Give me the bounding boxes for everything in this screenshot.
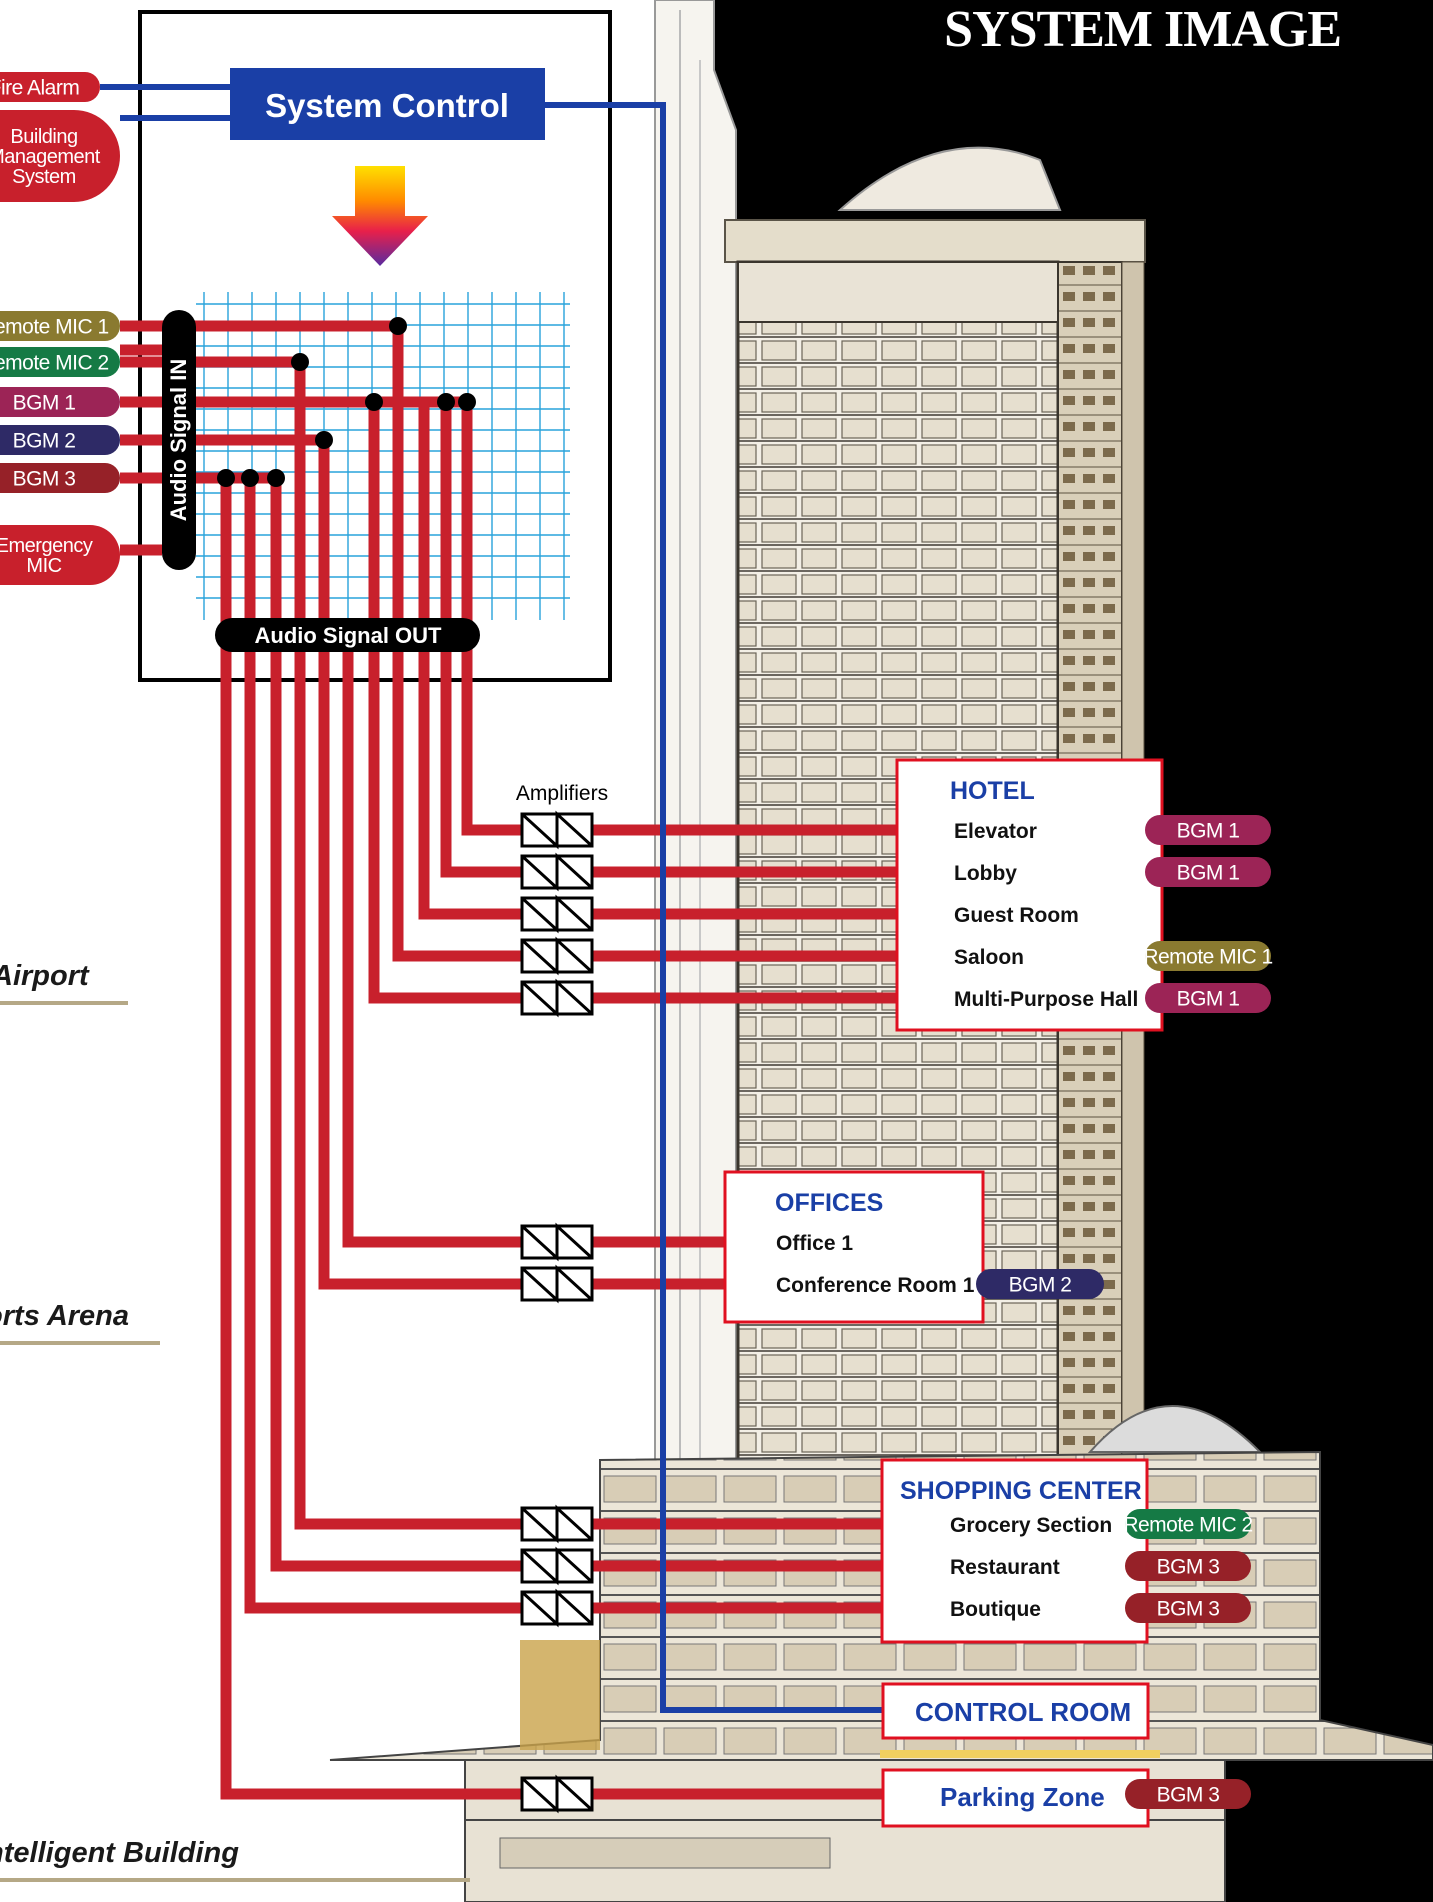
shopping-tag-boutique-label: BGM 3	[1157, 1598, 1220, 1621]
source-remote-mic-1-label: Remote MIC 1	[0, 316, 109, 339]
crosspoint-dot	[437, 393, 455, 411]
crosspoint-dot	[365, 393, 383, 411]
source-emergency-mic-label: Emergency	[0, 535, 93, 557]
amplifier	[520, 936, 594, 976]
zone-shopping-center: SHOPPING CENTER Grocery SectionRestaurant…	[880, 1458, 1149, 1644]
tag-fire-alarm-label: Fire Alarm	[0, 77, 79, 100]
zone-offices: OFFICES Office 1 Conference Room 1	[723, 1170, 985, 1324]
amplifier	[520, 810, 594, 850]
tag-building-management-system-label: Building	[10, 126, 77, 148]
zone-control-room-title: CONTROL ROOM	[915, 1697, 1131, 1727]
amplifier	[520, 852, 594, 892]
system-control-label: System Control	[265, 87, 509, 124]
amplifier	[520, 1264, 594, 1304]
amplifier	[520, 1504, 594, 1544]
amplifier	[520, 1774, 594, 1814]
zone-shopping-center-title: SHOPPING CENTER	[900, 1477, 1142, 1505]
tag-building-management-system-label: Management	[0, 146, 101, 168]
offices-item-office-1: Office 1	[776, 1232, 853, 1255]
zone-parking: Parking Zone	[881, 1768, 1150, 1828]
page-title: SYSTEM IMAGE	[944, 1, 1342, 58]
zone-parking-title: Parking Zone	[940, 1782, 1105, 1812]
zone-offices-title: OFFICES	[775, 1189, 883, 1217]
crosspoint-dot	[315, 431, 333, 449]
crosspoint-dot	[458, 393, 476, 411]
hotel-tag-lobby-label: BGM 1	[1177, 862, 1240, 885]
shopping-item-restaurant: Restaurant	[950, 1556, 1060, 1579]
source-bgm-3: BGM 3	[0, 463, 120, 493]
offices-tag-conference-room-1-label: BGM 2	[1009, 1274, 1072, 1297]
shopping-tag-grocery-section: Remote MIC 2	[1123, 1509, 1253, 1539]
shopping-item-grocery-section: Grocery Section	[950, 1514, 1112, 1537]
amplifiers-group	[520, 810, 594, 1814]
audio-in-label: Audio Signal IN	[166, 359, 191, 522]
tag-building-management-system-label: System	[12, 166, 76, 188]
shopping-tag-grocery-section-label: Remote MIC 2	[1123, 1514, 1252, 1537]
system-control-box	[230, 68, 545, 140]
shopping-tag-restaurant-label: BGM 3	[1157, 1556, 1220, 1579]
shopping-tag-boutique: BGM 3	[1125, 1593, 1251, 1623]
audio-in-bar	[162, 310, 196, 570]
source-bgm-2: BGM 2	[0, 425, 120, 455]
audio-out-bar	[215, 618, 480, 652]
zone-hotel-title: HOTEL	[950, 777, 1035, 805]
amplifiers-label: Amplifiers	[516, 782, 608, 805]
audio-out-label: Audio Signal OUT	[255, 623, 443, 648]
crosspoint-dot	[217, 469, 235, 487]
tag-fire-alarm: Fire Alarm	[0, 72, 100, 102]
source-bgm-1-label: BGM 1	[13, 392, 76, 415]
hotel-tag-saloon-label: Remote MIC 1	[1143, 946, 1272, 969]
side-labels: Airport Sports Arena Intelligent Buildin…	[0, 960, 470, 1882]
crosspoint-dot	[291, 353, 309, 371]
amplifier	[520, 1222, 594, 1262]
source-bgm-1: BGM 1	[0, 387, 120, 417]
shopping-item-boutique: Boutique	[950, 1598, 1041, 1621]
source-remote-mic-2: Remote MIC 2	[0, 347, 120, 377]
tag-building-management-system: BuildingManagementSystem	[0, 110, 120, 202]
hotel-item-saloon: Saloon	[954, 946, 1024, 969]
crosspoint-dot	[241, 469, 259, 487]
parking-tag: BGM 3	[1125, 1779, 1251, 1809]
source-remote-mic-1: Remote MIC 1	[0, 311, 120, 341]
hotel-item-elevator: Elevator	[954, 820, 1037, 843]
hotel-item-guest-room: Guest Room	[954, 904, 1079, 927]
source-remote-mic-2-label: Remote MIC 2	[0, 352, 109, 375]
hotel-tag-lobby: BGM 1	[1145, 857, 1271, 887]
side-label-airport: Airport	[0, 960, 90, 992]
hotel-tag-elevator-label: BGM 1	[1177, 820, 1240, 843]
control-line	[545, 102, 900, 1713]
crosspoint-dot	[267, 469, 285, 487]
source-bgm-2-label: BGM 2	[13, 430, 76, 453]
side-label-sports-arena: Sports Arena	[0, 1300, 129, 1332]
hotel-item-lobby: Lobby	[954, 862, 1017, 885]
offices-item-conference-room-1: Conference Room 1	[776, 1274, 975, 1297]
hotel-tag-elevator: BGM 1	[1145, 815, 1271, 845]
side-label-intelligent-building: Intelligent Building	[0, 1837, 239, 1869]
shopping-tag-restaurant: BGM 3	[1125, 1551, 1251, 1581]
amplifier	[520, 978, 594, 1018]
source-tags: Fire AlarmBuildingManagementSystemRemote…	[0, 72, 120, 585]
amplifier	[520, 1588, 594, 1628]
hotel-tag-multi-purpose-hall-label: BGM 1	[1177, 988, 1240, 1011]
parking-tag-label: BGM 3	[1157, 1784, 1220, 1807]
hotel-tag-saloon: Remote MIC 1	[1143, 941, 1273, 971]
process-arrow	[332, 166, 428, 266]
source-bgm-3-label: BGM 3	[13, 468, 76, 491]
amplifier	[520, 1546, 594, 1586]
hotel-tag-multi-purpose-hall: BGM 1	[1145, 983, 1271, 1013]
offices-tag-conference-room-1: BGM 2	[976, 1269, 1104, 1299]
source-emergency-mic-label: MIC	[26, 555, 61, 577]
zone-control-room: CONTROL ROOM	[881, 1682, 1150, 1740]
crosspoint-dot	[389, 317, 407, 335]
amplifier	[520, 894, 594, 934]
hotel-item-multi-purpose-hall: Multi-Purpose Hall	[954, 988, 1138, 1011]
